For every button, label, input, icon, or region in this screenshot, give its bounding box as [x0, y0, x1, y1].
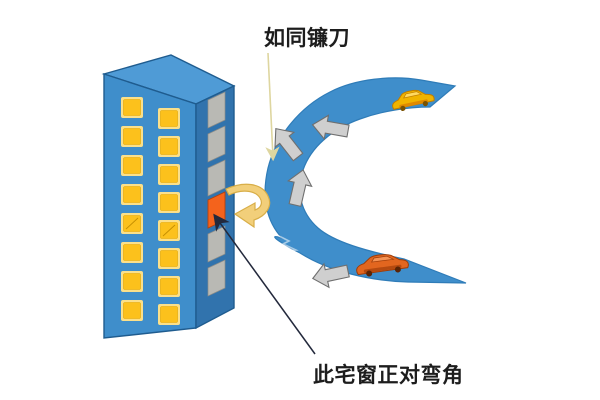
window-front: [158, 136, 180, 157]
sha-arrow-shape: [225, 183, 271, 229]
annotation-label-bottom: 此宅窗正对弯角: [313, 363, 464, 387]
window-front: [158, 304, 180, 325]
top-annotation-leader: [265, 52, 280, 162]
car-yellow: [392, 89, 435, 111]
window-front: [121, 271, 143, 292]
road-shape: [264, 77, 467, 284]
flow-arrow: [274, 127, 304, 162]
window-front: [121, 300, 143, 321]
bottom-annotation-leader: [213, 213, 316, 355]
flow-arrow: [311, 114, 350, 141]
window-side: [207, 91, 226, 129]
window-front: [158, 164, 180, 185]
window-front: [121, 184, 143, 205]
curved-energy-arrow: [225, 183, 271, 229]
window-front: [121, 155, 143, 176]
car-orange: [356, 254, 409, 277]
flow-arrow: [311, 262, 350, 289]
flow-arrow: [286, 169, 313, 208]
apartment-tower: [101, 54, 236, 339]
road-notch-detail: [278, 235, 300, 257]
building-front-face: [103, 73, 197, 339]
window-front: [121, 213, 143, 234]
front-windows: [121, 97, 180, 325]
window-side: [207, 159, 226, 197]
window-front: [121, 126, 143, 147]
window-side: [207, 259, 226, 297]
window-front: [158, 108, 180, 129]
window-front: [121, 97, 143, 118]
window-front: [158, 276, 180, 297]
window-front: [121, 242, 143, 263]
window-front: [158, 220, 180, 241]
window-front: [158, 248, 180, 269]
window-front: [158, 192, 180, 213]
window-side: [207, 125, 226, 163]
traffic-direction-arrows: [274, 114, 350, 289]
curved-road: [264, 77, 467, 284]
annotation-label-top: 如同镰刀: [264, 26, 350, 50]
